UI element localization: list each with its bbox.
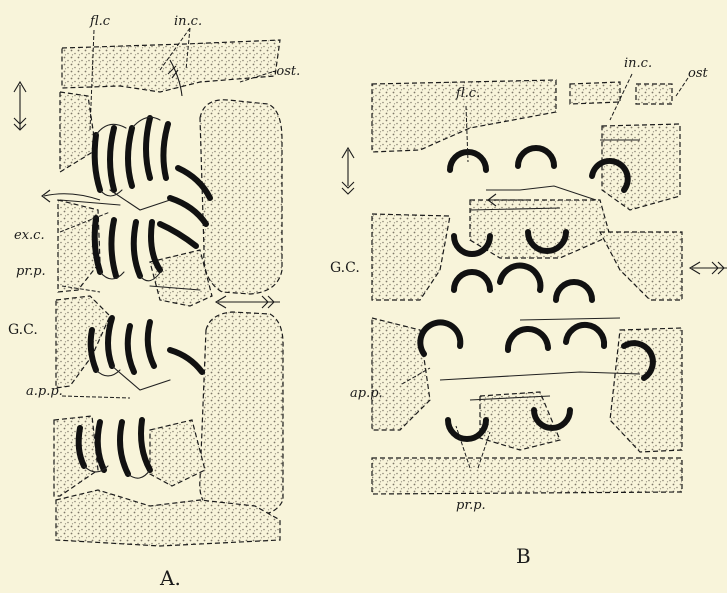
label-a-flagellate-chamber: fl.c bbox=[90, 14, 110, 29]
panel-b-left-mid-tissue bbox=[372, 214, 450, 300]
label-a-gastral-cavity: G.C. bbox=[8, 322, 38, 338]
label-a-incurrent-canal: in.c. bbox=[174, 14, 202, 29]
label-b-apopyle: ap.p. bbox=[350, 386, 383, 401]
label-a-ostium: -ost. bbox=[272, 64, 300, 79]
panel-b-top-mid-tissue bbox=[570, 82, 620, 104]
label-b-ostium: ost bbox=[688, 66, 708, 81]
label-b-incurrent-canal: in.c. bbox=[624, 56, 652, 71]
panel-b-top-right-tissue bbox=[636, 84, 672, 104]
panel-b bbox=[372, 80, 682, 494]
panel-b-bottom-tissue bbox=[372, 458, 682, 494]
panel-a-mid-tissue bbox=[150, 250, 212, 306]
panel-b-caption: B bbox=[516, 544, 531, 568]
panel-b-right-mid-tissue bbox=[600, 232, 682, 300]
panel-a-caption: A. bbox=[160, 566, 181, 590]
label-a-apopyle: a.p.p. bbox=[26, 384, 63, 399]
panel-a-excurrent-arrow bbox=[44, 194, 100, 200]
panel-a-right-lower-block bbox=[200, 312, 283, 516]
panel-b-center-lower-tissue bbox=[480, 392, 560, 450]
panel-a-top-tissue bbox=[62, 40, 280, 92]
panel-a-left-lower-tissue bbox=[54, 416, 98, 496]
label-b-flagellate-chamber: fl.c. bbox=[456, 86, 480, 101]
label-a-excurrent-canal: ex.c. bbox=[14, 228, 45, 243]
label-b-prosopyle: pr.p. bbox=[456, 498, 486, 513]
label-b-gastral-cavity: G.C. bbox=[330, 260, 360, 276]
panel-b-right-upper-tissue bbox=[602, 124, 680, 210]
panel-a-lower-mid-tissue bbox=[150, 420, 205, 486]
label-a-prosopyle: pr.p. bbox=[16, 264, 46, 279]
